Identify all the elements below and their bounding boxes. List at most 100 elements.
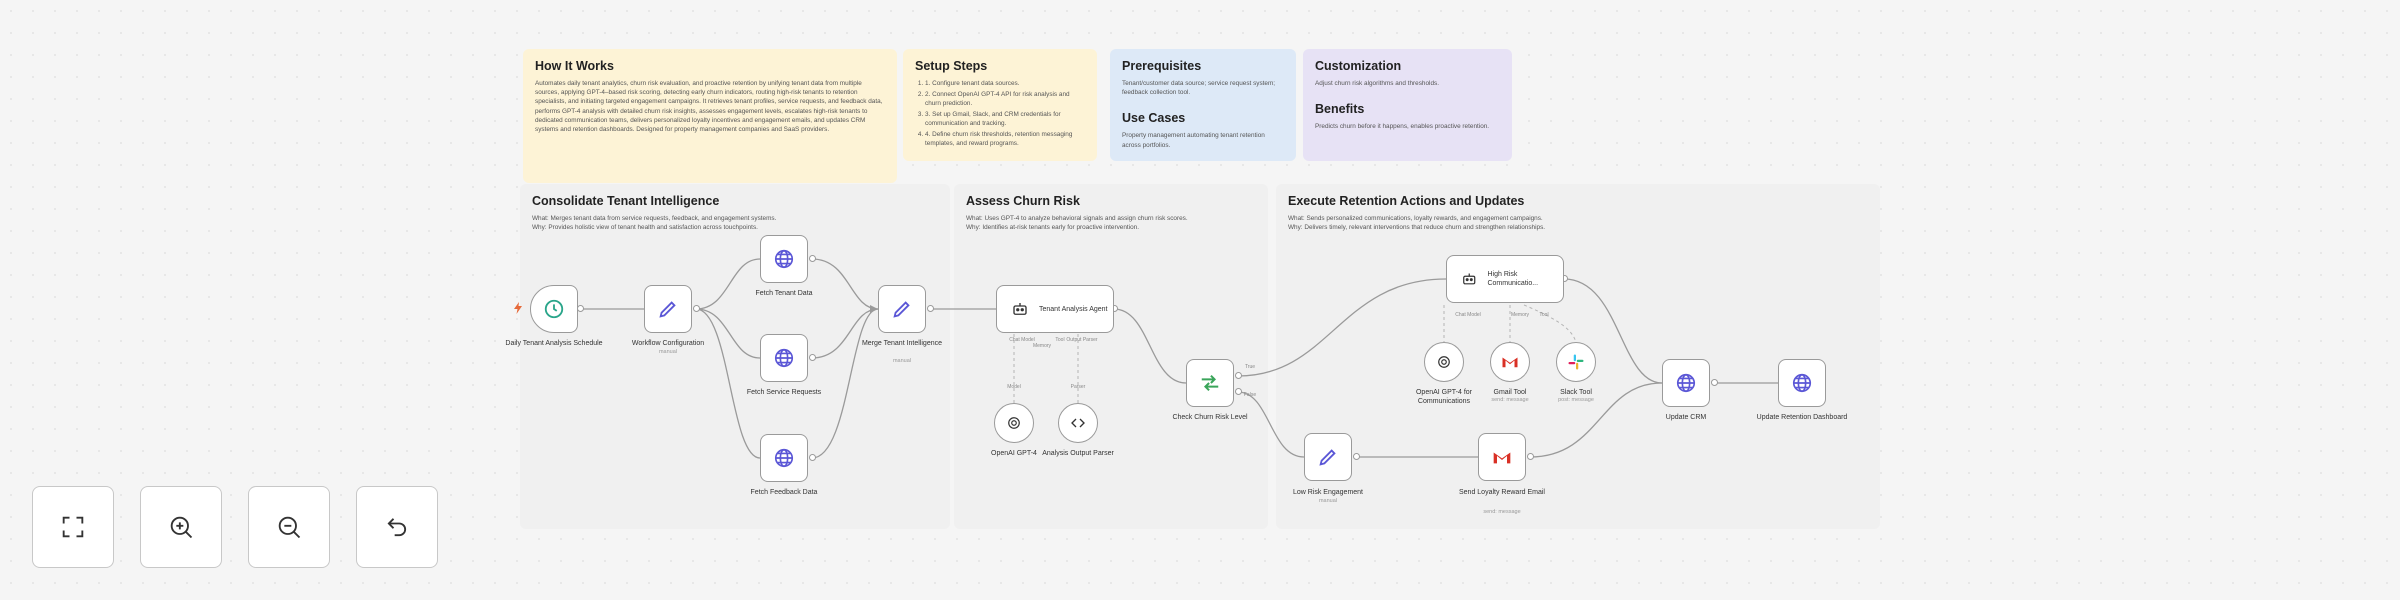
zoom-out-icon: [278, 516, 301, 539]
note-title: Use Cases: [1122, 111, 1186, 126]
note-body: Automates daily tenant analytics, churn …: [535, 80, 883, 134]
gmail-tool-node[interactable]: [1490, 342, 1530, 382]
loyalty-email-node[interactable]: [1478, 433, 1526, 481]
list-item: 1. Configure tenant data sources.: [925, 79, 1085, 88]
note-title: Customization: [1315, 59, 1402, 73]
fetch-service-node[interactable]: [760, 334, 808, 382]
edge: [1529, 382, 1663, 458]
update-dashboard-node[interactable]: [1778, 359, 1826, 407]
reset-icon: [387, 518, 407, 537]
node-label: Fetch Tenant Data: [755, 290, 813, 297]
globe-icon: [774, 348, 794, 368]
node-sublabel: post: message: [1558, 397, 1594, 403]
node-label: Workflow Configuration: [631, 340, 705, 347]
edge: [695, 308, 761, 459]
robot-icon: [1013, 303, 1027, 315]
openai-model-node[interactable]: [994, 403, 1034, 443]
output-port[interactable]: [809, 354, 816, 361]
edge: [695, 258, 761, 310]
group-desc: Why: Provides holistic view of tenant he…: [532, 224, 758, 232]
note-body: Tenant/customer data source; service req…: [1122, 80, 1276, 97]
note-title: Benefits: [1315, 102, 1365, 117]
group-consolidate: Consolidate Tenant Intelligence What: Me…: [520, 184, 950, 529]
low-risk-node[interactable]: [1304, 433, 1352, 481]
fetch-feedback-node[interactable]: [760, 434, 808, 482]
openai-comms-node[interactable]: [1424, 342, 1464, 382]
note-how-it-works: How It Works Automates daily tenant anal…: [523, 49, 897, 183]
output-parser-node[interactable]: [1058, 403, 1098, 443]
edge: [1113, 308, 1187, 384]
gmail-icon: [1502, 357, 1518, 368]
update-crm-node[interactable]: [1662, 359, 1710, 407]
node-label: Send Loyalty Reward Email: [1459, 489, 1545, 496]
globe-icon: [1792, 373, 1812, 393]
high-risk-agent-node[interactable]: High Risk Communicatio...: [1446, 255, 1564, 303]
node-sublabel: send: message: [1483, 509, 1521, 515]
output-port[interactable]: [577, 305, 584, 312]
zoom-out-button[interactable]: [248, 486, 330, 568]
pencil-icon: [1319, 449, 1336, 466]
schedule-trigger-node[interactable]: [530, 285, 578, 333]
group-desc: What: Sends personalized communications,…: [1288, 215, 1543, 222]
switch-icon: [1201, 374, 1219, 392]
node-label: Fetch Service Requests: [746, 389, 822, 396]
zoom-in-button[interactable]: [140, 486, 222, 568]
node-label: OpenAI GPT-4: [991, 450, 1037, 457]
note-setup-steps: Setup Steps 1. Configure tenant data sou…: [903, 49, 1097, 161]
slack-tool-node[interactable]: [1556, 342, 1596, 382]
node-label: Check Churn Risk Level: [1172, 414, 1248, 421]
node-label: Tenant Analysis Agent: [1039, 305, 1108, 313]
port-label: Chat Model: [1455, 312, 1481, 318]
group-title: Consolidate Tenant Intelligence: [532, 194, 720, 208]
openai-icon: [1008, 417, 1020, 429]
edge: [1237, 391, 1305, 458]
node-label: Slack Tool: [1560, 389, 1592, 396]
node-label: Update Retention Dashboard: [1756, 414, 1848, 421]
tenant-agent-node[interactable]: Tenant Analysis Agent: [996, 285, 1114, 333]
node-label: Merge Tenant Intelligence: [861, 340, 943, 347]
globe-icon: [1676, 373, 1696, 393]
output-port[interactable]: [1353, 453, 1360, 460]
note-customization: Customization Adjust churn risk algorith…: [1303, 49, 1512, 161]
clock-icon: [544, 299, 564, 319]
group-desc: What: Uses GPT-4 to analyze behavioral s…: [966, 215, 1188, 222]
node-label: Gmail Tool: [1493, 389, 1527, 396]
output-port[interactable]: [1235, 388, 1242, 395]
workflow-config-node[interactable]: [644, 285, 692, 333]
zoom-in-icon: [170, 516, 193, 539]
node-label: OpenAI GPT-4 for Communications: [1415, 389, 1473, 405]
edge: [1237, 278, 1447, 377]
output-port[interactable]: [809, 454, 816, 461]
node-sublabel: manual: [658, 349, 678, 355]
output-port[interactable]: [809, 255, 816, 262]
output-port[interactable]: [1235, 372, 1242, 379]
merge-node[interactable]: [878, 285, 926, 333]
note-prerequisites: Prerequisites Tenant/customer data sourc…: [1110, 49, 1296, 161]
globe-icon: [774, 448, 794, 468]
list-item: 3. Set up Gmail, Slack, and CRM credenti…: [925, 110, 1085, 128]
pencil-icon: [659, 301, 676, 318]
edge: [1563, 278, 1663, 384]
port-label: True: [1244, 364, 1256, 370]
output-port[interactable]: [927, 305, 934, 312]
port-label: Memory: [1510, 312, 1530, 318]
fetch-tenant-node[interactable]: [760, 235, 808, 283]
node-sublabel: send: message: [1491, 397, 1529, 403]
check-churn-node[interactable]: [1186, 359, 1234, 407]
reset-button[interactable]: [356, 486, 438, 568]
edge: [811, 258, 879, 310]
fit-view-button[interactable]: [32, 486, 114, 568]
output-port[interactable]: [693, 305, 700, 312]
node-sublabel: manual: [892, 358, 912, 364]
fit-view-icon: [62, 516, 84, 538]
output-port[interactable]: [1527, 453, 1534, 460]
node-label: Low Risk Engagement: [1292, 489, 1364, 496]
output-port[interactable]: [1711, 379, 1718, 386]
group-desc: Why: Identifies at-risk tenants early fo…: [966, 224, 1139, 232]
code-icon: [1071, 418, 1085, 428]
edge: [695, 308, 761, 359]
port-label: Output Parser: [1066, 337, 1098, 343]
note-body: Property management automating tenant re…: [1122, 132, 1265, 149]
edge-dashed: [1523, 304, 1577, 343]
